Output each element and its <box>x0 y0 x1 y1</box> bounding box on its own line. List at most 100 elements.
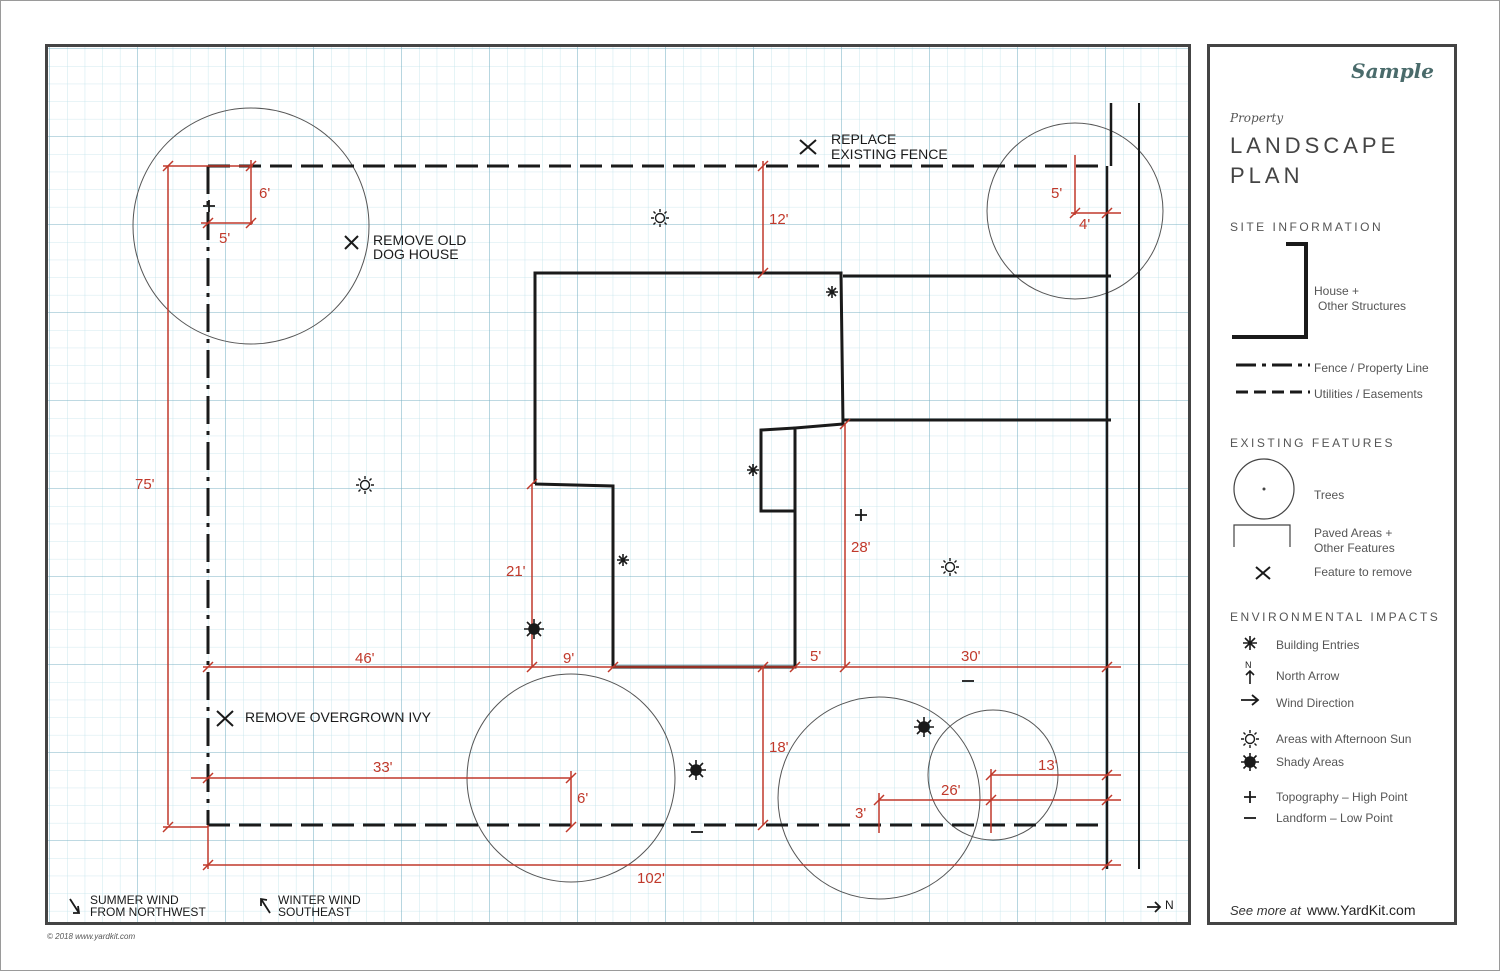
annotation-text: REMOVE OLD <box>373 232 466 248</box>
dim-label: 4' <box>1079 216 1090 233</box>
tree-circle <box>132 107 370 345</box>
website-footer: See more at www.YardKit.com <box>1230 902 1416 918</box>
sample-label: Sample <box>1351 59 1434 83</box>
page-title: LANDSCAPE PLAN <box>1230 131 1399 191</box>
dim-label: 9' <box>563 650 574 667</box>
dim-label: 6' <box>577 790 588 807</box>
section-environmental-impacts: ENVIRONMENTAL IMPACTS <box>1230 610 1441 624</box>
tree-icon <box>1233 458 1295 520</box>
tree-circle <box>986 122 1164 300</box>
sun-icon <box>651 209 669 227</box>
shade-icon <box>524 619 544 639</box>
dim-label: 5' <box>810 648 821 665</box>
sun-icon <box>941 558 959 576</box>
annotation-text: FROM NORTHWEST <box>90 905 206 919</box>
legend-sun: Areas with Afternoon Sun <box>1276 732 1412 746</box>
section-site-information: SITE INFORMATION <box>1230 220 1384 234</box>
sun-areas <box>356 209 959 576</box>
building-entries <box>617 286 838 566</box>
legend-sidebar: Sample Property LANDSCAPE PLAN SITE INFO… <box>1207 44 1457 925</box>
dim-label: 30' <box>961 648 981 665</box>
legend-remove: Feature to remove <box>1314 565 1413 579</box>
dim-label: 13' <box>1038 757 1058 774</box>
low-point-icon <box>1244 817 1256 819</box>
dim-label: 6' <box>259 185 270 202</box>
section-existing-features: EXISTING FEATURES <box>1230 436 1395 450</box>
annotation-text: EXISTING FENCE <box>831 146 948 162</box>
high-point-icon <box>1244 791 1256 803</box>
legend-line: Paved Areas + <box>1314 526 1393 540</box>
dim-label: 18' <box>769 739 789 756</box>
plan-svg: 6' 5' 12' 5' 4' 75' 21' 28' 46' 9' 5' 30… <box>48 47 1188 922</box>
dim-label: 12' <box>769 211 789 228</box>
winter-wind-arrow-icon <box>260 897 271 914</box>
remove-x-icon <box>799 139 817 155</box>
wind-arrows <box>69 897 1162 914</box>
shade-icon <box>686 760 706 780</box>
dimension-labels: 6' 5' 12' 5' 4' 75' 21' 28' 46' 9' 5' 30… <box>135 185 1090 887</box>
dim-label: 26' <box>941 782 961 799</box>
annotation-text: SOUTHEAST <box>278 905 352 919</box>
entry-asterisk-icon <box>617 554 629 566</box>
annotation-text: REPLACE <box>831 131 896 147</box>
wind-notes: SUMMER WIND FROM NORTHWEST WINTER WIND S… <box>90 893 1174 919</box>
copyright-text: © 2018 www.yardkit.com <box>47 932 136 941</box>
north-arrow-icon: N <box>1245 660 1255 684</box>
dim-label: 5' <box>219 230 230 247</box>
remove-x-icon <box>216 710 234 727</box>
topography <box>203 200 974 833</box>
landscape-plan-drawing: 6' 5' 12' 5' 4' 75' 21' 28' 46' 9' 5' 30… <box>45 44 1191 925</box>
afternoon-sun-icon <box>1241 730 1259 748</box>
remove-x-icon <box>1255 566 1271 580</box>
north-arrow-icon <box>1147 901 1162 913</box>
legend-wind: Wind Direction <box>1276 696 1355 710</box>
utilities-line-icon <box>1236 390 1310 394</box>
building-entry-icon <box>1243 636 1257 650</box>
remove-marks <box>216 139 817 727</box>
property-label: Property <box>1230 111 1284 125</box>
dim-label: 5' <box>1051 185 1062 202</box>
legend-north-arrow: North Arrow <box>1276 669 1340 683</box>
shady-areas <box>524 619 934 780</box>
house-outline <box>533 271 1111 669</box>
dim-label: 102' <box>637 870 665 887</box>
entry-asterisk-icon <box>747 464 759 476</box>
legend-utilities: Utilities / Easements <box>1314 387 1423 401</box>
legend-high-point: Topography – High Point <box>1276 790 1408 804</box>
dimension-ticks <box>162 160 1113 871</box>
entry-asterisk-icon <box>826 286 838 298</box>
shady-area-icon <box>1241 753 1259 771</box>
title-line: LANDSCAPE <box>1230 133 1400 158</box>
annotation-text: REMOVE OVERGROWN IVY <box>245 709 432 725</box>
sun-icon <box>356 476 374 494</box>
dim-label: 46' <box>355 650 375 667</box>
title-line: PLAN <box>1230 163 1304 188</box>
annotation-text: N <box>1165 898 1174 912</box>
annotation-text: SUMMER WIND <box>90 893 179 907</box>
paved-area-icon <box>1233 524 1291 547</box>
high-point-plus-icon <box>855 509 867 521</box>
tree-circle <box>777 696 981 900</box>
high-point-plus-icon <box>203 200 215 212</box>
legend-house: House + Other Structures <box>1314 284 1406 314</box>
legend-line: House + <box>1314 284 1360 298</box>
annotation-text: DOG HOUSE <box>373 246 459 262</box>
see-more-label: See more at <box>1230 903 1301 918</box>
property-lines <box>206 103 1140 869</box>
annotation-text: WINTER WIND <box>278 893 361 907</box>
legend-shady: Shady Areas <box>1276 755 1345 769</box>
legend-fence: Fence / Property Line <box>1314 361 1429 375</box>
dim-label: 75' <box>135 476 155 493</box>
dimension-lines <box>163 155 1121 869</box>
summer-wind-arrow-icon <box>69 898 81 914</box>
shade-icon <box>914 717 934 737</box>
dim-label: 21' <box>506 563 526 580</box>
dim-label: 33' <box>373 759 393 776</box>
legend-line: Other Structures <box>1318 299 1407 313</box>
website-link[interactable]: www.YardKit.com <box>1306 902 1416 918</box>
legend-entries: Building Entries <box>1276 638 1360 652</box>
major-grid <box>48 47 1188 922</box>
dim-label: 28' <box>851 539 871 556</box>
fence-line-icon <box>1236 363 1310 367</box>
wind-direction-icon <box>1241 694 1260 706</box>
